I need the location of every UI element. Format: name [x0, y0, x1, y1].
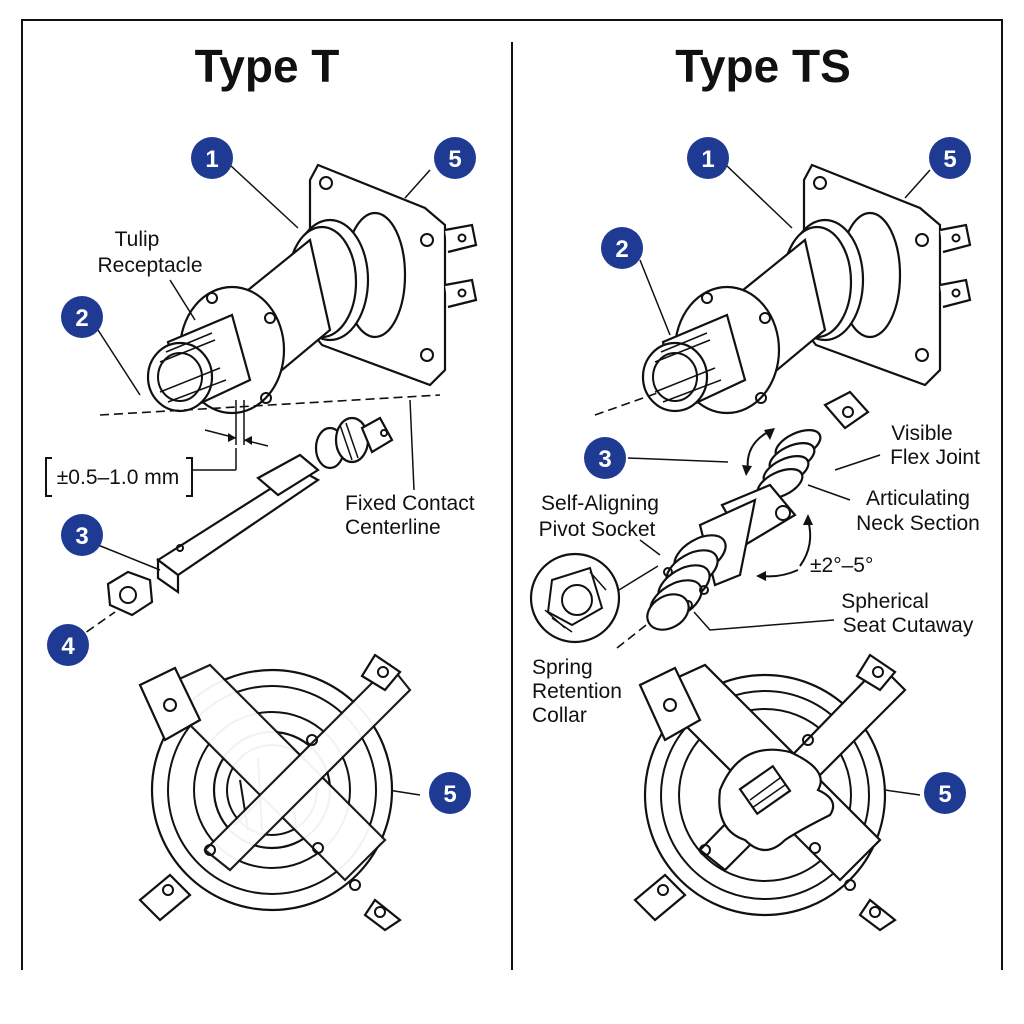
left-bottom-view: [138, 653, 412, 932]
centerline-label-line1: Fixed Contact: [345, 492, 475, 515]
left-moving-contact-pin: [156, 416, 394, 595]
right-lower-centerline: [616, 621, 651, 649]
tolerance-label: ±0.5–1.0 mm: [57, 466, 179, 489]
spring-label-line3: Collar: [532, 704, 587, 727]
right-badge-2: 2: [601, 227, 643, 269]
left-tulip-receptacle: [146, 313, 252, 413]
left-badge-4: 4: [47, 624, 89, 666]
frame-border: [21, 19, 1003, 970]
right-bottom-view: [633, 653, 907, 932]
svg-text:5: 5: [448, 146, 461, 173]
svg-text:3: 3: [75, 523, 88, 550]
svg-text:3: 3: [598, 446, 611, 473]
left-panel-title: Type T: [195, 40, 340, 92]
flex-arrow-upper: [746, 431, 769, 471]
right-badge-5-bottom: 5: [924, 772, 966, 814]
left-badge-2: 2: [61, 296, 103, 338]
pivot-socket-cutaway-inset: [529, 552, 621, 644]
svg-text:5: 5: [943, 146, 956, 173]
tolerance-bracket-right: [186, 457, 193, 497]
svg-text:5: 5: [443, 781, 456, 808]
tolerance-bracket-left: [45, 457, 52, 497]
right-panel-title: Type TS: [675, 40, 851, 92]
spring-label-line1: Spring: [532, 656, 593, 679]
right-badge-5-top: 5: [929, 137, 971, 179]
spring-label-line2: Retention: [532, 680, 622, 703]
right-upper-centerline: [594, 391, 661, 416]
svg-text:1: 1: [701, 146, 714, 173]
right-badge-3: 3: [584, 437, 626, 479]
tulip-label-line1: Tulip: [115, 228, 160, 251]
right-badge-1: 1: [687, 137, 729, 179]
left-hex-nut: [106, 570, 154, 617]
svg-text:5: 5: [938, 781, 951, 808]
left-badge-5-bottom: 5: [429, 772, 471, 814]
left-badge-3: 3: [61, 514, 103, 556]
flex-joint-spring: [756, 429, 822, 500]
tulip-label-line2: Receptacle: [97, 254, 202, 277]
seat-label-line1: Spherical: [841, 590, 929, 613]
left-upper-centerline: [99, 394, 441, 416]
svg-text:1: 1: [205, 146, 218, 173]
centerline-label-line2: Centerline: [345, 516, 441, 539]
right-tulip-receptacle: [641, 313, 747, 413]
right-articulating-pin: [646, 390, 870, 631]
left-badge-5-top: 5: [434, 137, 476, 179]
left-badge-1: 1: [191, 137, 233, 179]
left-contact-assembly: [146, 163, 478, 415]
pivot-label-line2: Pivot Socket: [539, 518, 656, 541]
neck-label-line1: Articulating: [866, 487, 970, 510]
right-contact-assembly: [641, 163, 972, 415]
svg-text:2: 2: [75, 305, 88, 332]
pivot-label-line1: Self-Aligning: [541, 492, 659, 515]
neck-label-line2: Neck Section: [856, 512, 980, 535]
seat-label-line2: Seat Cutaway: [843, 614, 974, 637]
flex-label-line2: Flex Joint: [890, 446, 980, 469]
svg-text:4: 4: [61, 633, 75, 660]
flex-label-line1: Visible: [891, 422, 952, 445]
svg-text:2: 2: [615, 236, 628, 263]
angle-label: ±2°–5°: [810, 554, 873, 577]
